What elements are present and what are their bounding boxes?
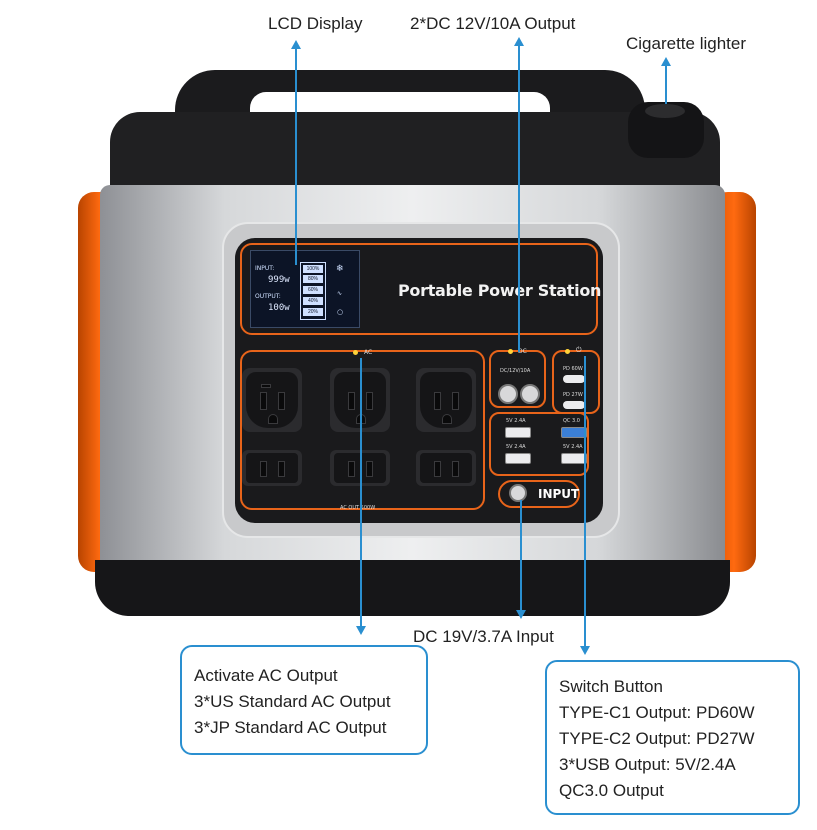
ac-out-rating: AC OUT 500W: [340, 505, 376, 511]
battery-level-80: 80%: [303, 275, 323, 283]
dc-output-section: [489, 350, 546, 408]
jp-ac-outlet-3: [416, 450, 476, 486]
ac-wave-icon: ∿: [337, 290, 343, 297]
usb-a2-rating: 5V 2.4A: [506, 444, 526, 450]
us-ac-outlet-3: [416, 368, 476, 432]
ac-output-section: [240, 350, 485, 510]
ac-box-line-2: 3*US Standard AC Output: [194, 692, 391, 711]
device-title: Portable Power Station: [398, 281, 602, 300]
cigarette-lighter-callout: Cigarette lighter: [626, 34, 747, 53]
usb-a3-rating: 5V 2.4A: [563, 444, 583, 450]
battery-level-60: 60%: [303, 286, 323, 294]
ac-box-line-1: Activate AC Output: [194, 666, 338, 685]
input-label: INPUT: [538, 487, 580, 501]
lcd-display-callout: LCD Display: [268, 14, 363, 33]
ac-callout-line: [360, 358, 362, 626]
dc-output-callout: 2*DC 12V/10A Output: [410, 14, 576, 33]
dc-input-callout-arrow: [516, 610, 526, 619]
dc-input-port: [509, 484, 527, 502]
lcd-callout-arrow: [291, 40, 301, 49]
qc-usb-port: [561, 427, 587, 438]
lighter-callout-arrow: [661, 57, 671, 66]
ac-output-info-box: Activate AC Output 3*US Standard AC Outp…: [180, 645, 428, 755]
pd27-label: PD 27W: [563, 392, 583, 398]
switch-box-line-4: 3*USB Output: 5V/2.4A: [559, 755, 736, 774]
jp-ac-outlet-1: [242, 450, 302, 486]
battery-level-40: 40%: [303, 297, 323, 305]
battery-level-20: 20%: [303, 308, 323, 316]
usb-output-info-box: Switch Button TYPE-C1 Output: PD60W TYPE…: [545, 660, 800, 815]
dc-port-1: [498, 384, 518, 404]
qc-label: QC 3.0: [563, 418, 580, 424]
switch-box-line-1: Switch Button: [559, 677, 663, 696]
usb-a1-rating: 5V 2.4A: [506, 418, 526, 424]
battery-level-100: 100%: [303, 265, 323, 273]
typec2-port: [563, 401, 585, 409]
usb-a3-port: [561, 453, 587, 464]
lcd-output-value: 100w: [268, 303, 290, 313]
ac-indicator-led: [353, 350, 358, 355]
switch-callout-arrow: [580, 646, 590, 655]
dc-input-callout-line: [520, 500, 522, 610]
cigarette-lighter-cap: [645, 104, 685, 118]
display-section: [240, 243, 598, 335]
ac-label: AC: [364, 349, 373, 356]
lcd-input-label: INPUT:: [255, 265, 275, 272]
dc-label: DC: [518, 348, 527, 355]
bulb-icon: ○: [337, 308, 344, 316]
lcd-battery-icon: 100% 80% 60% 40% 20%: [300, 262, 326, 320]
usb-a1-port: [505, 427, 531, 438]
switch-box-line-3: TYPE-C2 Output: PD27W: [559, 729, 755, 748]
dc-output-callout-arrow: [514, 37, 524, 46]
switch-box-line-2: TYPE-C1 Output: PD60W: [559, 703, 755, 722]
typec1-port: [563, 375, 585, 383]
device-base: [95, 560, 730, 616]
dc-output-callout-line: [518, 42, 520, 352]
input-section: [498, 480, 580, 508]
usb-indicator-led: [565, 349, 570, 354]
dc-indicator-led: [508, 349, 513, 354]
usb-a2-port: [505, 453, 531, 464]
lcd-input-value: 999w: [268, 275, 290, 285]
usb-a-section: [489, 412, 589, 476]
pd60-label: PD 60W: [563, 366, 583, 372]
switch-box-line-5: QC3.0 Output: [559, 781, 664, 800]
dc-input-callout: DC 19V/3.7A Input: [413, 627, 554, 646]
ac-box-line-3: 3*JP Standard AC Output: [194, 718, 387, 737]
lighter-callout-line: [665, 62, 667, 104]
lcd-callout-line: [295, 45, 297, 265]
dc-port-2: [520, 384, 540, 404]
lcd-output-label: OUTPUT:: [255, 293, 281, 300]
snowflake-icon: ❄: [336, 264, 344, 274]
power-switch-icon: ⏻: [576, 346, 582, 354]
us-ac-outlet-1: [242, 368, 302, 432]
dc-port-rating: DC/12V/10A: [500, 368, 531, 374]
switch-callout-line: [584, 356, 586, 646]
ac-callout-arrow: [356, 626, 366, 635]
